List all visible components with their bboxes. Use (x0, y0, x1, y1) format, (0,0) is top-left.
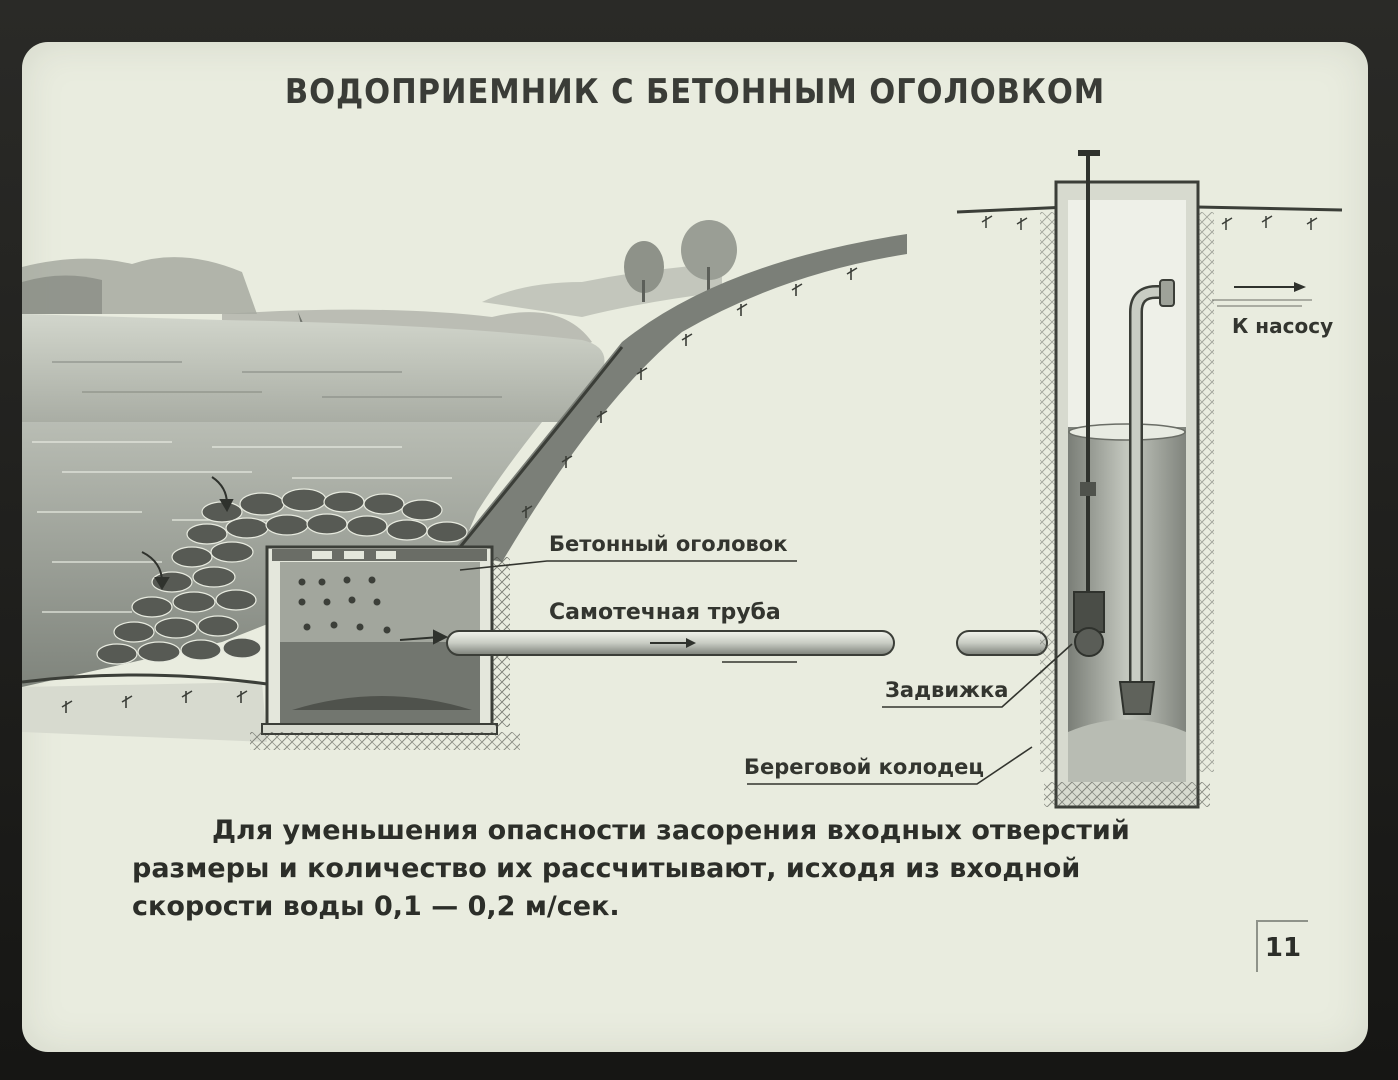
caption-line-2: размеры и количество их рассчитывают, ис… (132, 853, 1081, 884)
label-gravity-pipe: Самотечная труба (549, 600, 781, 625)
intake-diagram (22, 150, 1343, 809)
river-far (22, 314, 605, 422)
flow-arrows (141, 476, 449, 645)
river-lines (52, 361, 502, 398)
caption-line-1: Для уменьшения опасности засорения входн… (212, 815, 1130, 846)
gravity-pipe (446, 630, 1048, 656)
caption-line-3: скорости воды 0,1 — 0,2 м/сек. (132, 891, 620, 922)
riprap-stones (96, 488, 468, 665)
slide: ВОДОПРИЕМНИК С БЕТОННЫМ ОГОЛОВКОМ Бетонн… (22, 42, 1368, 1052)
label-concrete-head: Бетонный оголовок (549, 532, 788, 556)
river-bank (452, 234, 907, 562)
well-soil-marks (981, 215, 1318, 230)
leader-lines (459, 560, 1073, 785)
label-shore-well: Береговой колодец (744, 755, 984, 779)
page-number: 11 (1256, 920, 1308, 972)
slide-caption: Для уменьшения опасности засорения входн… (132, 812, 1232, 926)
soil-marks (61, 267, 858, 713)
shore-well (1040, 150, 1214, 809)
label-valve: Задвижка (885, 678, 1009, 702)
label-to-pump: К насосу (1232, 314, 1334, 338)
slide-title: ВОДОПРИЕМНИК С БЕТОННЫМ ОГОЛОВКОМ (284, 72, 1106, 112)
pump-arrow (1212, 282, 1312, 307)
